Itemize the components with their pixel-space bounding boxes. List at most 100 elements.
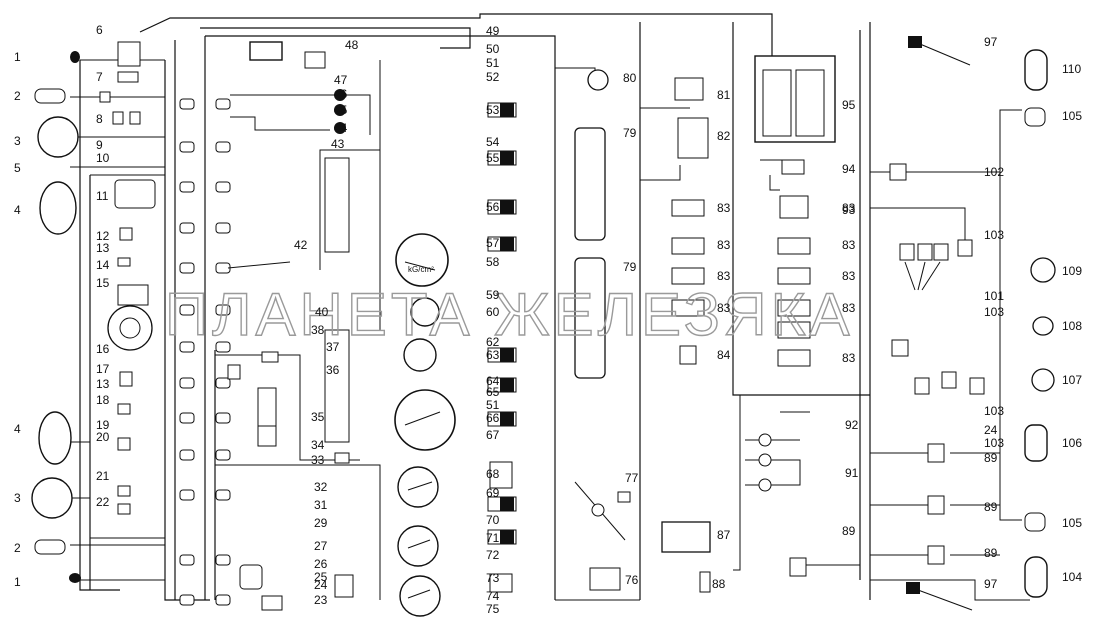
connector-block (215, 141, 231, 153)
component-label: 54 (486, 135, 500, 149)
component-label: 83 (717, 269, 731, 283)
component-label: 22 (96, 495, 110, 509)
component-label: 35 (311, 410, 325, 424)
component-label: 88 (712, 577, 726, 591)
component-label: 65 (486, 385, 500, 399)
component-label: 27 (314, 539, 328, 553)
component-label: 44 (334, 121, 348, 135)
indicator-blocks (487, 102, 517, 593)
component-label: 6 (96, 23, 103, 37)
connector-block (215, 98, 231, 110)
connector-blocks (179, 98, 231, 606)
connector-block (179, 304, 195, 316)
component-label: 60 (486, 305, 500, 319)
component-label: 89 (984, 546, 998, 560)
component-label: 76 (625, 573, 639, 587)
component-label: 64 (486, 374, 500, 388)
connector-block (215, 449, 231, 461)
wiring-lines (70, 13, 1030, 601)
component-label: 83 (717, 301, 731, 315)
component-label: 45 (334, 103, 348, 117)
component-label: 66 (486, 411, 500, 425)
component-label: 83 (842, 351, 856, 365)
component-label: 105 (1062, 109, 1082, 123)
component-label: 17 (96, 362, 110, 376)
component-label: 109 (1062, 264, 1082, 278)
component-label: 56 (486, 200, 500, 214)
connector-block (215, 554, 231, 566)
component-label: 38 (311, 323, 325, 337)
left-lamps (31, 51, 81, 583)
component-label: 79 (623, 126, 637, 140)
connector-block (179, 181, 195, 193)
center-right-blocks (574, 55, 836, 593)
component-label: 14 (96, 258, 110, 272)
component-label: 52 (486, 70, 500, 84)
component-label: 103 (984, 228, 1004, 242)
left-components (99, 41, 156, 515)
watermark: ПЛАНЕТА ЖЕЛЕЗЯКА (165, 281, 854, 348)
component-label: 25 (314, 570, 328, 584)
component-label: 43 (331, 137, 345, 151)
component-label: 34 (311, 438, 325, 452)
component-label: 55 (486, 151, 500, 165)
component-label: 67 (486, 428, 500, 442)
component-label: 51 (486, 56, 500, 70)
component-label: 7 (96, 70, 103, 84)
component-label: 75 (486, 602, 500, 616)
component-label: 107 (1062, 373, 1082, 387)
component-label: 74 (486, 589, 500, 603)
component-label: 72 (486, 548, 500, 562)
component-number-labels: 1235467891011121314151617131819420321222… (14, 23, 1082, 616)
component-label: 16 (96, 342, 110, 356)
connector-block (179, 262, 195, 274)
component-label: 77 (625, 471, 639, 485)
component-label: 37 (326, 340, 340, 354)
component-label: 50 (486, 42, 500, 56)
connector-block (179, 594, 195, 606)
component-label: 36 (326, 363, 340, 377)
component-label: 89 (984, 500, 998, 514)
connector-block (179, 141, 195, 153)
component-label: 53 (486, 103, 500, 117)
component-label: 70 (486, 513, 500, 527)
component-label: 83 (842, 201, 856, 215)
component-label: 80 (623, 71, 637, 85)
component-label: 83 (717, 238, 731, 252)
component-label: 83 (842, 269, 856, 283)
connector-block (179, 377, 195, 389)
component-label: 9 (96, 138, 103, 152)
gauge-scale-label: kG/cm² (408, 265, 434, 274)
component-label: 108 (1062, 319, 1082, 333)
component-label: 97 (984, 35, 998, 49)
component-label: 87 (717, 528, 731, 542)
component-label: 71 (486, 531, 500, 545)
component-label: 23 (314, 593, 328, 607)
component-label: 5 (14, 161, 21, 175)
component-label: 4 (14, 422, 21, 436)
connector-block (215, 594, 231, 606)
component-label: 12 (96, 229, 110, 243)
component-label: 31 (314, 498, 328, 512)
component-label: 89 (984, 451, 998, 465)
connector-block (179, 489, 195, 501)
connector-block (179, 222, 195, 234)
component-label: 32 (314, 480, 328, 494)
component-label: 103 (984, 404, 1004, 418)
component-label: 106 (1062, 436, 1082, 450)
component-label: 51 (486, 398, 500, 412)
component-label: 110 (1062, 62, 1081, 76)
component-label: 18 (96, 393, 110, 407)
component-label: 83 (717, 201, 731, 215)
component-label: 62 (486, 335, 500, 349)
component-label: 42 (294, 238, 308, 252)
connector-block (179, 554, 195, 566)
connector-block (215, 341, 231, 353)
component-label: 4 (14, 203, 21, 217)
component-label: 46 (334, 87, 348, 101)
component-label: 47 (334, 73, 348, 87)
component-label: 95 (842, 98, 856, 112)
component-label: 26 (314, 557, 328, 571)
component-label: 1 (14, 50, 21, 64)
component-label: 49 (486, 24, 500, 38)
